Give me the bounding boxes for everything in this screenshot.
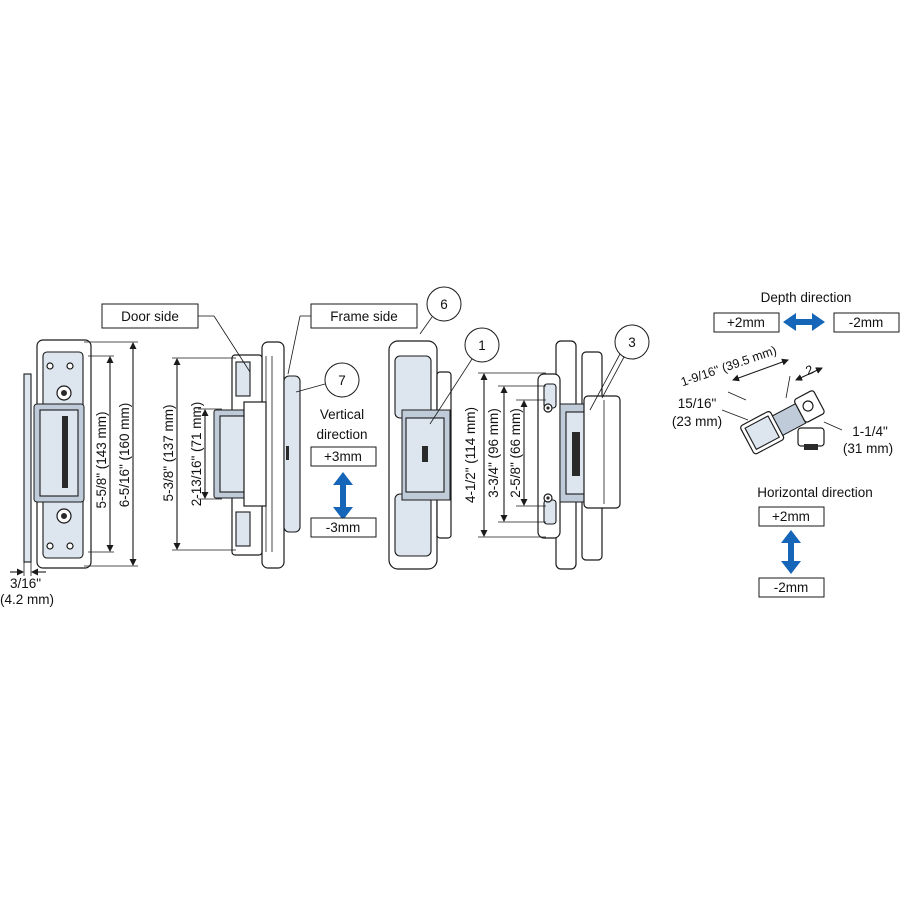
- callout-1: [464, 327, 500, 363]
- view-side: 5-3/8" (137 mm) 2-13/16" (71 mm) Door si…: [101, 303, 418, 569]
- dim-depth-23-in: 15/16": [678, 396, 717, 411]
- dim-front-143: 5-5/8" (143 mm): [94, 411, 109, 508]
- callout-6: [426, 286, 462, 322]
- depth-adjustment: Depth direction +2mm -2mm 1-9/16" (39.5 …: [672, 290, 900, 456]
- vertical-plus-value: +3mm: [324, 449, 362, 464]
- horizontal-direction-title: Horizontal direction: [757, 485, 873, 500]
- double-arrow-horizontal-icon: [783, 313, 825, 331]
- frame-side-label: Frame side: [330, 309, 398, 324]
- dim-frame-114: 4-1/2" (114 mm): [463, 407, 478, 503]
- vertical-direction-title-2: direction: [316, 427, 367, 442]
- dim-depth-39-5: 1-9/16" (39.5 mm): [679, 343, 778, 389]
- horizontal-adjustment: Horizontal direction +2mm -2mm: [757, 485, 873, 598]
- dim-depth-2: 2: [804, 362, 816, 378]
- dim-frame-66: 2-5/8" (66 mm): [508, 408, 523, 498]
- view-frame: 4-1/2" (114 mm) 3-3/4" (96 mm) 2-5/8" (6…: [463, 324, 650, 570]
- view-front: 5-5/8" (143 mm) 6-5/16" (160 mm) 3/16" (…: [0, 339, 138, 607]
- double-arrow-vertical-icon: [781, 530, 801, 574]
- dim-depth-31-in: 1-1/4": [852, 424, 888, 439]
- vertical-adjustment: Vertical direction +3mm -3mm: [310, 407, 377, 538]
- dim-front-thickness-mm: (4.2 mm): [0, 592, 54, 607]
- callout-3-number: 3: [628, 335, 636, 350]
- horizontal-plus-value: +2mm: [772, 509, 810, 524]
- dim-front-160: 6-5/16" (160 mm): [117, 403, 132, 508]
- view-cover: 6 1: [388, 286, 500, 570]
- depth-minus-value: -2mm: [849, 315, 884, 330]
- vertical-direction-title-1: Vertical: [320, 407, 364, 422]
- door-side-label-box: [101, 303, 199, 329]
- dim-frame-96: 3-3/4" (96 mm): [486, 408, 501, 498]
- callout-3: [614, 324, 650, 360]
- door-side-label: Door side: [121, 309, 179, 324]
- dim-depth-31-mm: (31 mm): [843, 441, 893, 456]
- depth-direction-title: Depth direction: [761, 290, 852, 305]
- frame-side-label-box: [310, 303, 418, 329]
- callout-6-number: 6: [440, 297, 448, 312]
- dim-side-71: 2-13/16" (71 mm): [189, 402, 204, 507]
- depth-plus-value: +2mm: [727, 315, 765, 330]
- double-arrow-vertical-icon: [333, 472, 353, 520]
- vertical-minus-value: -3mm: [326, 520, 361, 535]
- dim-front-thickness: 3/16": [10, 576, 41, 591]
- callout-7: [324, 362, 360, 398]
- dim-side-137: 5-3/8" (137 mm): [161, 404, 176, 501]
- callout-7-number: 7: [338, 373, 346, 388]
- callout-1-number: 1: [478, 338, 486, 353]
- dim-depth-23-mm: (23 mm): [672, 414, 722, 429]
- horizontal-minus-value: -2mm: [774, 580, 809, 595]
